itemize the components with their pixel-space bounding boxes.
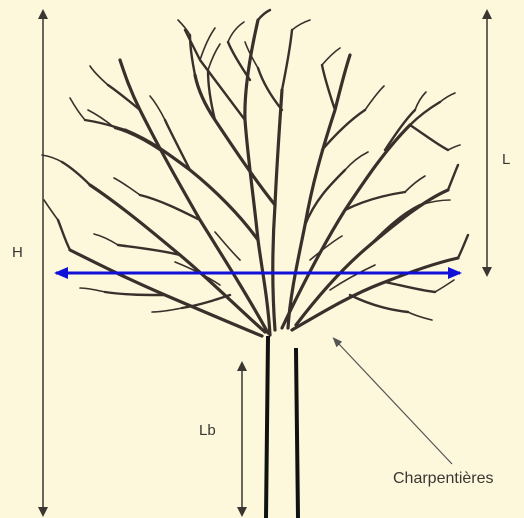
trunk-height-label: Lb [199,422,216,439]
crown-height-label: L [502,151,511,168]
height-label: H [12,244,23,261]
scaffold-branches-label: Charpentières [393,470,494,487]
tree-trunk [263,335,301,518]
tree-crown [41,8,470,338]
scaffold-pointer-arrow [332,337,453,465]
